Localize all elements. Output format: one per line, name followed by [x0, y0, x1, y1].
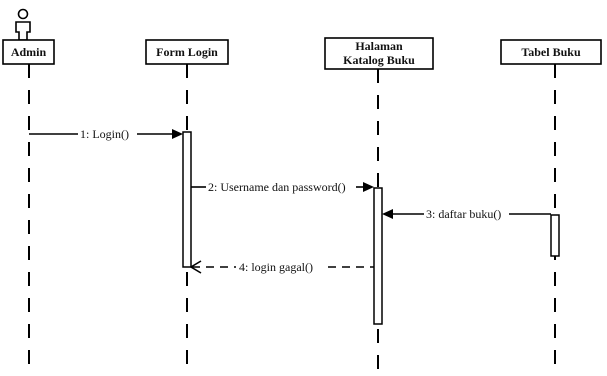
message-2-arrowhead	[363, 182, 374, 192]
admin-label: Admin	[11, 45, 47, 59]
katalog-participant: Halaman Katalog Buku	[324, 37, 434, 70]
message-3-arrowhead	[382, 209, 393, 219]
tabel-buku-participant: Tabel Buku	[500, 39, 602, 65]
message-3-label: 3: daftar buku()	[426, 207, 501, 221]
message-1-label: 1: Login()	[80, 127, 129, 141]
tabel-buku-label: Tabel Buku	[521, 45, 581, 59]
message-4-label: 4: login gagal()	[239, 260, 313, 274]
admin-actor-icon	[15, 8, 31, 41]
message-2: 2: Username dan password()	[191, 180, 374, 194]
message-4-arrowhead	[189, 260, 202, 274]
admin-participant: Admin	[2, 39, 55, 65]
message-3: 3: daftar buku()	[382, 207, 551, 221]
form-login-participant: Form Login	[145, 39, 229, 65]
form-login-activation	[182, 131, 192, 268]
message-1-arrowhead	[172, 129, 183, 139]
tabel-buku-activation	[550, 214, 560, 257]
message-4: 4: login gagal()	[189, 260, 374, 274]
message-2-label: 2: Username dan password()	[208, 180, 346, 194]
katalog-label-line2: Katalog Buku	[343, 53, 415, 67]
katalog-label-line1: Halaman	[355, 39, 403, 53]
katalog-activation	[373, 187, 383, 325]
message-1: 1: Login()	[29, 127, 183, 141]
form-login-label: Form Login	[156, 45, 218, 59]
